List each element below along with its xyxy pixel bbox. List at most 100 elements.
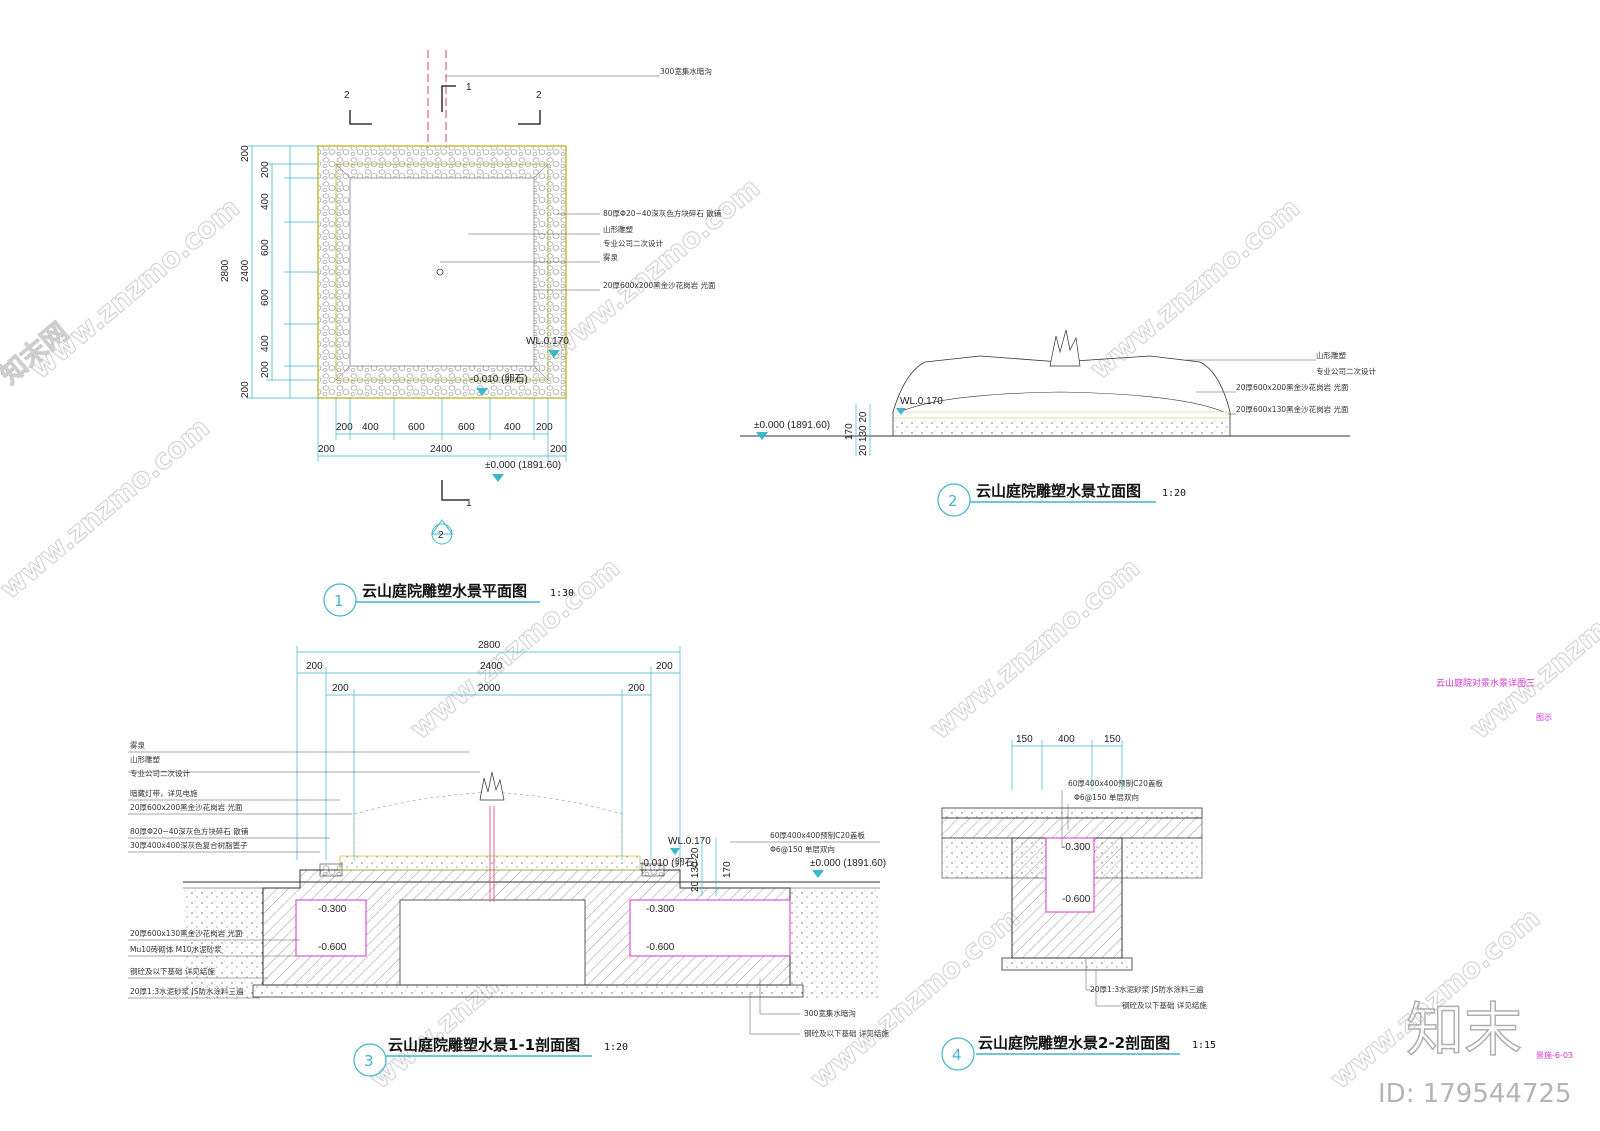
drawing-title: 云山庭院雕塑水景1-1剖面图 xyxy=(388,1036,580,1054)
drawing-label: 图示 xyxy=(1536,713,1552,722)
drawing-number: 1 xyxy=(334,592,344,610)
watermark-text: www.znzmo.com xyxy=(0,411,216,605)
dimension-label: 200 xyxy=(260,161,271,178)
drawing-name: 云山庭院对景水景详图三 xyxy=(1436,677,1535,689)
leader-note: 80厚Φ20~40深灰色方块碎石 散铺 xyxy=(130,826,249,836)
leader-note: 山形雕塑 xyxy=(603,224,633,234)
elevation-label: -0.300 xyxy=(646,904,675,915)
dimension-label: 600 xyxy=(408,422,425,433)
leader-note: 雾泉 xyxy=(603,252,618,262)
dimension-label: 400 xyxy=(260,193,271,210)
leader-note: 专业公司二次设计 xyxy=(130,768,190,778)
water-level-label: WL.0.170 xyxy=(668,836,711,847)
section-marker-label: 2 xyxy=(344,90,350,101)
leader-note: 60厚400x400预制C20盖板 xyxy=(1068,778,1163,788)
elevation-label: -0.600 xyxy=(318,942,347,953)
section-marker-label: 1 xyxy=(466,498,472,509)
dimension-label: 200 xyxy=(336,422,353,433)
section-2-2-view: 150 400 150 60厚400x400预制C20盖板 Φ6@150 单层双… xyxy=(941,734,1216,1071)
watermark-text: www.znzmo.com xyxy=(1083,191,1306,385)
north-arrow-icon: 2 xyxy=(431,519,453,545)
watermark-text: www.znzmo.com xyxy=(403,551,626,745)
leader-note: 300宽集水暗沟 xyxy=(804,1008,856,1018)
dimension-label: 200 xyxy=(656,661,673,672)
leader-note: Mu10砖砌体 M10水泥砂浆 xyxy=(130,944,222,954)
dimension-label: 600 xyxy=(260,289,271,306)
dimension-label: 2400 xyxy=(240,259,251,282)
drawing-scale: 1:30 xyxy=(550,588,574,599)
logo-text: 知末 xyxy=(1406,996,1522,1064)
leader-note: 60厚400x400预制C20盖板 xyxy=(770,830,865,840)
leader-note: 20厚600x130黑金沙花岗岩 光面 xyxy=(1236,404,1349,414)
dimension-label: 400 xyxy=(1058,734,1075,745)
leader-note: 300宽集水暗沟 xyxy=(660,66,712,76)
dimension-label: 200 xyxy=(240,145,251,162)
dimension-label: 2800 xyxy=(220,259,231,282)
watermark-text: www.znzmo.com xyxy=(543,171,766,365)
dimension-label: 200 xyxy=(260,361,271,378)
leader-note: 80厚Φ20~40深灰色方块碎石 散铺 xyxy=(603,208,722,218)
leader-note: 20厚600x130黑金沙花岗岩 光面 xyxy=(130,928,243,938)
watermark-text: www.znzmo.com xyxy=(923,551,1146,745)
leader-note: 20厚600x200黑金沙花岗岩 光面 xyxy=(1236,382,1349,392)
elevation-label: ±0.000 (1891.60) xyxy=(810,858,886,869)
elevation-label: -0.010 (卵石) xyxy=(470,373,528,385)
elevation-label: -0.010 (卵石) xyxy=(640,857,698,869)
drawing-title: 云山庭院雕塑水景2-2剖面图 xyxy=(978,1034,1170,1052)
north-mark-label: 2 xyxy=(438,530,444,541)
dimension-label: 200 xyxy=(318,444,335,455)
dimension-label: 2400 xyxy=(430,444,453,455)
leader-note: 30厚400x400深灰色复合树脂篦子 xyxy=(130,840,248,850)
asset-id: ID: 179544725 xyxy=(1378,1079,1572,1109)
section-marker-label: 1 xyxy=(466,82,472,93)
drawing-number: 4 xyxy=(952,1046,962,1064)
dimension-label: 150 xyxy=(1104,734,1121,745)
elevation-label: -0.300 xyxy=(318,904,347,915)
drawing-number: 2 xyxy=(948,492,958,510)
watermark-text: www.znzmo.com xyxy=(1463,551,1600,745)
dimension-label: 600 xyxy=(260,239,271,256)
dimension-label: 20 130 20 xyxy=(690,847,701,892)
watermark-text: www.znzmo.com xyxy=(23,191,246,385)
elevation-label: ±0.000 (1891.60) xyxy=(485,460,561,471)
dimension-label: 200 xyxy=(628,683,645,694)
dimension-label: 400 xyxy=(362,422,379,433)
elevation-label: ±0.000 (1891.60) xyxy=(754,420,830,431)
leader-note: 20厚600x200黑金沙花岗岩 光面 xyxy=(130,802,243,812)
leader-note: 山形雕塑 xyxy=(130,754,160,764)
dimension-label: 2400 xyxy=(480,661,503,672)
elevation-label: -0.300 xyxy=(1062,842,1091,853)
leader-note: 专业公司二次设计 xyxy=(603,238,663,248)
leader-note: Φ6@150 单层双向 xyxy=(1074,792,1139,802)
leader-note: 20厚1:3水泥砂浆 JS防水涂料三遍 xyxy=(130,986,244,996)
elevation-view: 山形雕塑 专业公司二次设计 20厚600x200黑金沙花岗岩 光面 20厚600… xyxy=(740,329,1376,517)
section-1-1-view: 2800 200 2400 200 200 2000 200 xyxy=(128,640,889,1077)
drawing-number: 3 xyxy=(364,1052,374,1070)
dimension-label: 170 xyxy=(844,423,855,440)
drawing-scale: 1:20 xyxy=(604,1042,628,1053)
dimension-label: 200 xyxy=(550,444,567,455)
drawing-title: 云山庭院雕塑水景立面图 xyxy=(976,482,1141,500)
elevation-label: -0.600 xyxy=(1062,894,1091,905)
leader-note: 雾泉 xyxy=(130,740,145,750)
leader-note: 20厚600x200黑金沙花岗岩 光面 xyxy=(603,280,716,290)
sheet-number: 景施-6-03 xyxy=(1536,1050,1573,1060)
leader-note: 钢砼及以下基础 详见结施 xyxy=(130,966,215,976)
leader-note: 钢砼及以下基础 详见结施 xyxy=(1122,1000,1207,1010)
dimension-label: 200 xyxy=(536,422,553,433)
drawing-title: 云山庭院雕塑水景平面图 xyxy=(362,582,527,600)
drawing-scale: 1:20 xyxy=(1162,488,1186,499)
dimension-label: 170 xyxy=(722,861,733,878)
leader-note: 20厚1:3水泥砂浆 JS防水涂料三遍 xyxy=(1090,984,1204,994)
drawing-scale: 1:15 xyxy=(1192,1040,1216,1051)
section-marker-label: 2 xyxy=(536,90,542,101)
plan-view: 2 2 1 1 300宽集水暗沟 80厚Φ20~40深灰色方块碎石 散铺 山形雕… xyxy=(220,50,722,617)
dimension-label: 150 xyxy=(1016,734,1033,745)
elevation-label: -0.600 xyxy=(646,942,675,953)
leader-note: 专业公司二次设计 xyxy=(1316,366,1376,376)
dimension-label: 600 xyxy=(458,422,475,433)
title-block: 云山庭院对景水景详图三 图示 景施-6-03 xyxy=(1436,677,1573,1060)
dimension-label: 200 xyxy=(332,683,349,694)
leader-note: 暗藏灯带，详见电施 xyxy=(130,788,198,798)
water-level-label: WL.0.170 xyxy=(526,336,569,347)
